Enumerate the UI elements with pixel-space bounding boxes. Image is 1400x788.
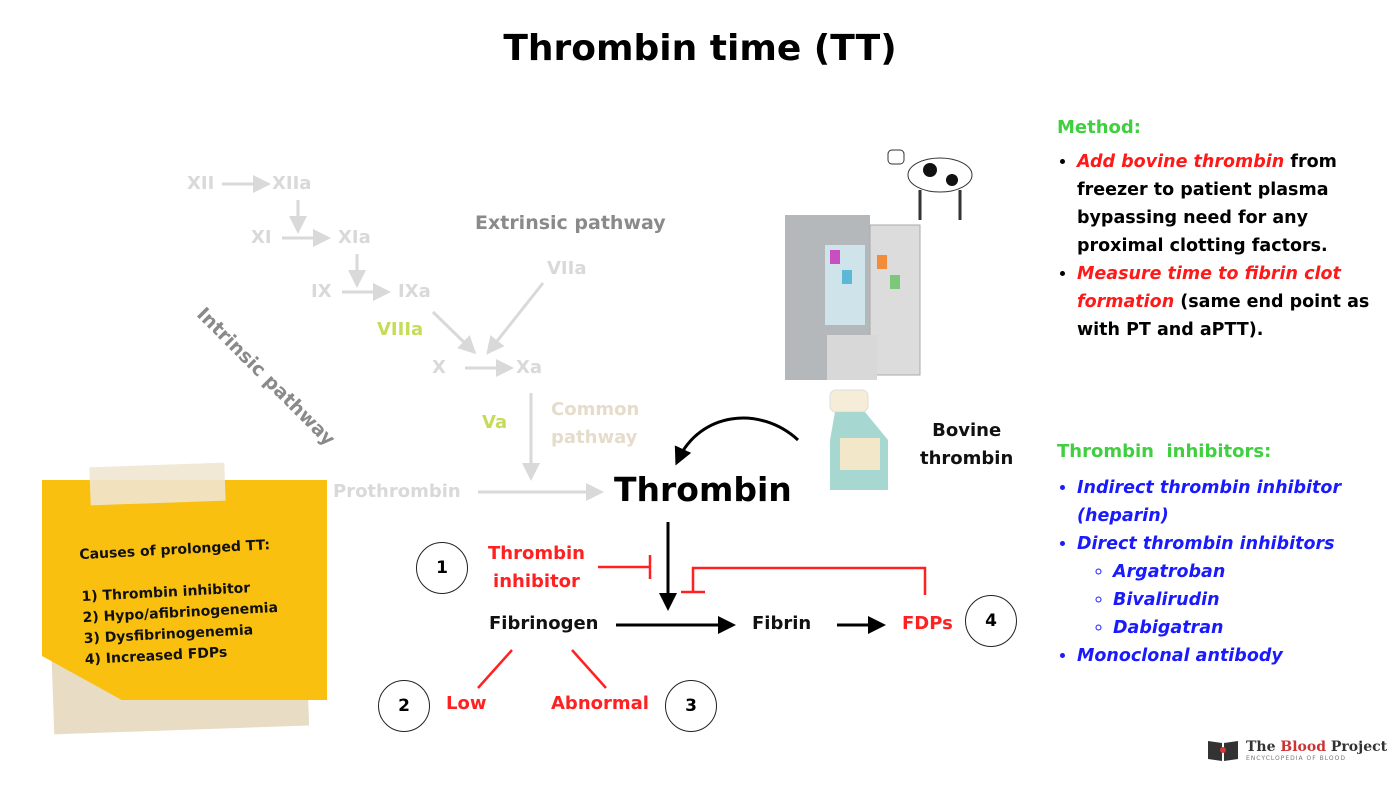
inhibitor-item: Direct thrombin inhibitors: [1077, 530, 1367, 558]
tape: [89, 462, 226, 506]
factor-xa: Xa: [516, 357, 543, 378]
vial-icon: [829, 389, 888, 490]
sticky-note: Causes of prolonged TT: 1) Thrombin inhi…: [42, 480, 327, 700]
method-panel: Method: Add bovine thrombin from freezer…: [1057, 114, 1387, 344]
prothrombin: Prothrombin: [333, 481, 461, 502]
book-icon: [1208, 741, 1238, 761]
factor-viiia: VIIIa: [377, 319, 424, 340]
method-step-1: Add bovine thrombin from freezer to pati…: [1077, 148, 1387, 260]
inhibitor-subitem: Argatroban: [1113, 558, 1367, 586]
fibrin-label: Fibrin: [752, 613, 812, 634]
fibrinogen-label: Fibrinogen: [489, 613, 599, 634]
extrinsic-pathway-label: Extrinsic pathway: [475, 212, 666, 234]
inhibitor-item: Indirect thrombin inhibitor (heparin): [1077, 474, 1367, 530]
inhibitors-heading: Thrombin inhibitors:: [1057, 441, 1272, 462]
cause-number-1: 1: [416, 542, 468, 594]
thrombin-label: Thrombin: [614, 470, 792, 509]
freezer-icon: [785, 215, 921, 380]
page-title: Thrombin time (TT): [503, 28, 897, 69]
factor-ix: IX: [311, 281, 332, 302]
cause-number-3: 3: [665, 680, 717, 732]
factor-va: Va: [482, 412, 508, 433]
logo: The Blood Project ENCYCLOPEDIA OF BLOOD: [1206, 737, 1387, 763]
method-step-2: Measure time to fibrin clot formation (s…: [1077, 260, 1387, 344]
factor-xiia: XIIa: [272, 173, 312, 194]
inhibitor-subitem: Dabigatran: [1113, 614, 1367, 642]
factor-x: X: [432, 357, 446, 378]
low-label: Low: [446, 693, 487, 714]
factor-ixa: IXa: [398, 281, 431, 302]
cause-number-2: 2: [378, 680, 430, 732]
factor-viia: VIIa: [547, 258, 587, 279]
fdps-label: FDPs: [902, 613, 953, 634]
method-heading: Method:: [1057, 117, 1141, 138]
cause-number-4: 4: [965, 595, 1017, 647]
factor-xia: XIa: [338, 227, 371, 248]
factor-xii: XII: [187, 173, 215, 194]
factor-xi: XI: [251, 227, 272, 248]
inhibitors-panel: Thrombin inhibitors: Indirect thrombin i…: [1057, 438, 1367, 670]
note-heading: Causes of prolonged TT:: [78, 537, 271, 564]
abnormal-label: Abnormal: [551, 693, 649, 714]
inhibitor-subitem: Bivalirudin: [1113, 586, 1367, 614]
inhibitor-item: Monoclonal antibody: [1077, 642, 1367, 670]
illustrations: [785, 149, 973, 490]
cow-icon: [887, 149, 973, 220]
